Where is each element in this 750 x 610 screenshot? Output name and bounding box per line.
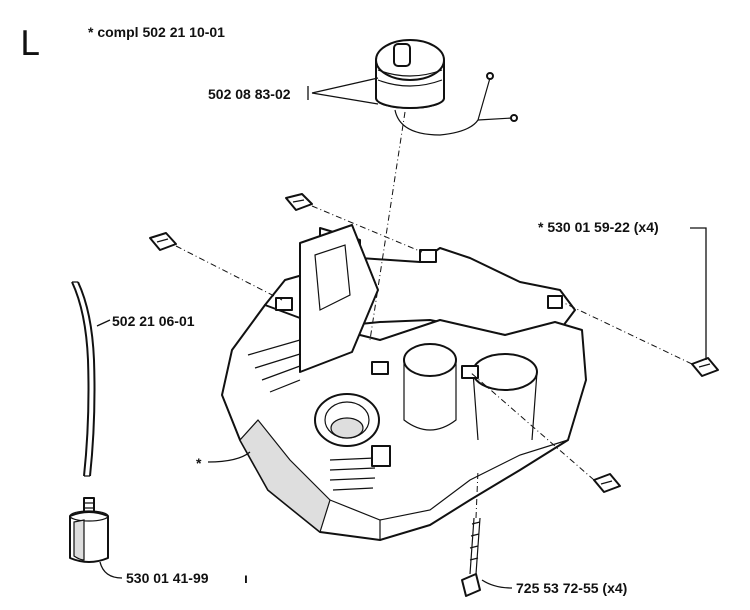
axis-nut-right <box>561 301 693 365</box>
fuel-cap-icon <box>375 39 518 136</box>
screw-icon <box>461 517 481 597</box>
axis-nut-left <box>175 245 283 301</box>
axis-screw <box>475 469 479 519</box>
label-screw: 725 53 72-55 (x4) <box>516 580 627 596</box>
section-letter: L <box>20 24 39 64</box>
fuel-hose-icon <box>71 281 96 477</box>
label-tank-marker: * <box>196 455 202 471</box>
stray-mark: ı <box>244 570 248 586</box>
nut-icon <box>285 193 313 211</box>
leader-screw <box>481 579 513 589</box>
assembly-note: * compl 502 21 10-01 <box>88 24 225 40</box>
leader-nut <box>690 227 707 360</box>
label-fuel-hose: 502 21 06-01 <box>112 313 195 329</box>
label-nut: * 530 01 59-22 (x4) <box>538 219 659 235</box>
leader-fuel-cap <box>311 77 379 105</box>
fuel-filter-icon <box>69 497 109 563</box>
fuel-tank-housing-icon <box>221 224 587 541</box>
leader-fuel-hose <box>96 319 111 327</box>
axis-nut-bottom <box>469 371 595 481</box>
nut-icon <box>691 357 719 377</box>
nut-icon <box>593 473 621 493</box>
nut-icon <box>149 232 177 251</box>
leader-fuel-filter <box>99 561 123 579</box>
leader-tank <box>207 451 251 463</box>
label-fuel-filter: 530 01 41-99 <box>126 570 209 586</box>
label-fuel-cap: 502 08 83-02 <box>208 86 291 102</box>
